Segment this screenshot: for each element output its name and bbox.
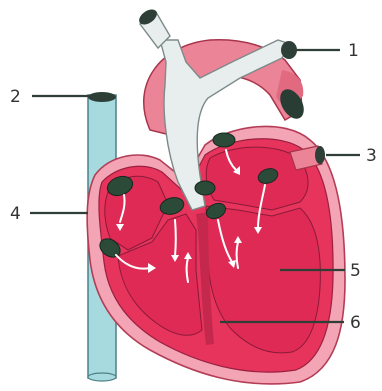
- callout-5: 5: [350, 261, 361, 281]
- callout-2: 2: [10, 87, 21, 107]
- callout-3: 3: [366, 146, 377, 166]
- callout-6: 6: [350, 313, 361, 333]
- callout-4: 4: [10, 204, 21, 224]
- callout-1: 1: [348, 41, 359, 61]
- flow-arrow: [175, 220, 176, 256]
- valve-pulmonary-vein-left: [213, 133, 235, 147]
- valve-aortic: [195, 181, 215, 195]
